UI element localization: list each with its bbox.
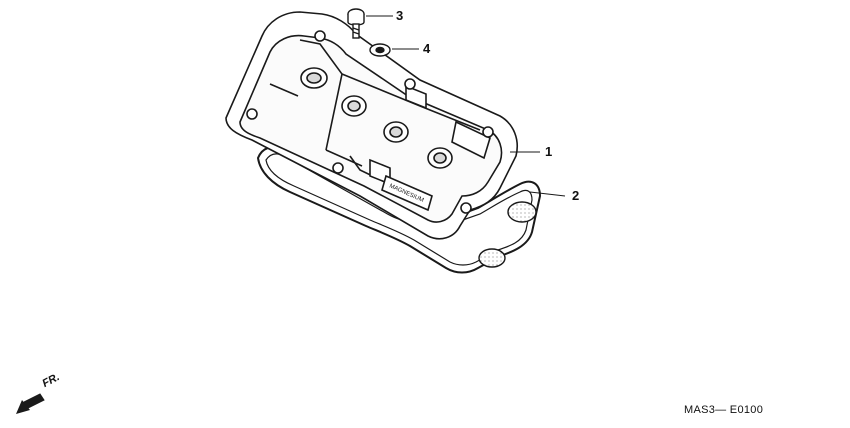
washer-part-4 — [369, 43, 391, 57]
callout-3: 3 — [396, 8, 404, 23]
callout-4: 4 — [423, 41, 431, 56]
leader-lines — [366, 15, 566, 197]
cylinder-head-cover — [225, 11, 518, 240]
diagram-code: MAS3— E0100 — [684, 404, 764, 416]
bolt-part-3 — [347, 8, 365, 39]
front-direction-arrow — [16, 393, 45, 414]
gasket — [256, 146, 542, 274]
callout-2: 2 — [572, 188, 580, 203]
callout-1: 1 — [545, 144, 553, 159]
